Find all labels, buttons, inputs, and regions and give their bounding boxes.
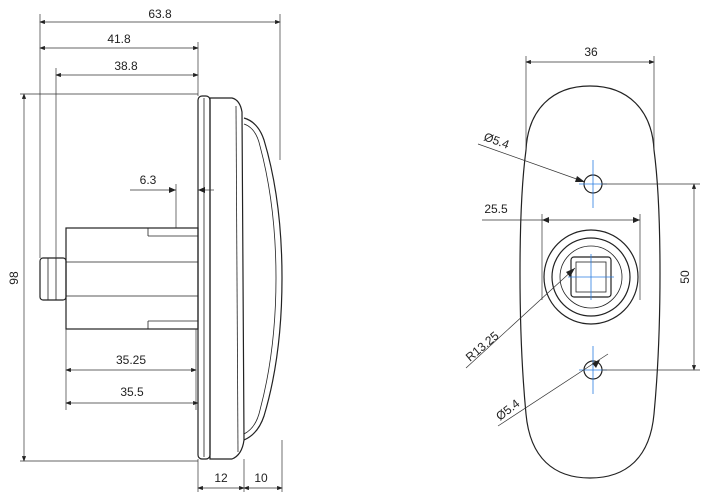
side-view: 63.8 41.8 38.8 6.3 98 35.25 35.5: [7, 7, 283, 492]
front-outline: [519, 85, 661, 479]
central-boss: [543, 229, 639, 325]
dim-label-hole-top: Ø5.4: [482, 130, 512, 152]
flange-plate: [197, 95, 211, 460]
leader-hole-bottom: [497, 353, 609, 427]
front-view: 36 Ø5.4 25.5 50 R13.25 Ø5.4: [463, 45, 700, 479]
side-dimensions: 63.8 41.8 38.8 6.3 98 35.25 35.5: [7, 7, 283, 492]
cover-body: [209, 97, 245, 460]
dim-label-height: 98: [7, 271, 21, 285]
dim-label-body-a: 35.25: [116, 353, 146, 367]
dim-label-flange-gap: 6.3: [140, 173, 157, 187]
dim-label-width: 36: [584, 45, 598, 59]
dim-label-cover: 10: [254, 471, 268, 485]
leader-radius: [465, 267, 576, 369]
front-dimensions: 36 Ø5.4 25.5 50 R13.25 Ø5.4: [463, 45, 700, 427]
dim-label-radius: R13.25: [463, 328, 502, 364]
dim-label-flange: 12: [214, 471, 228, 485]
key-plug: [39, 257, 67, 301]
leader-hole-top: [477, 143, 586, 183]
front-lens: [243, 117, 283, 441]
dim-label-overall-depth: 63.8: [148, 7, 172, 21]
dim-label-body-b: 35.5: [120, 385, 144, 399]
cylinder-body: [65, 227, 199, 330]
dim-label-depth-a: 41.8: [107, 32, 131, 46]
dim-label-depth-b: 38.8: [114, 59, 138, 73]
dim-label-hole-spacing: 50: [678, 270, 692, 284]
dim-label-boss-width: 25.5: [484, 202, 508, 216]
